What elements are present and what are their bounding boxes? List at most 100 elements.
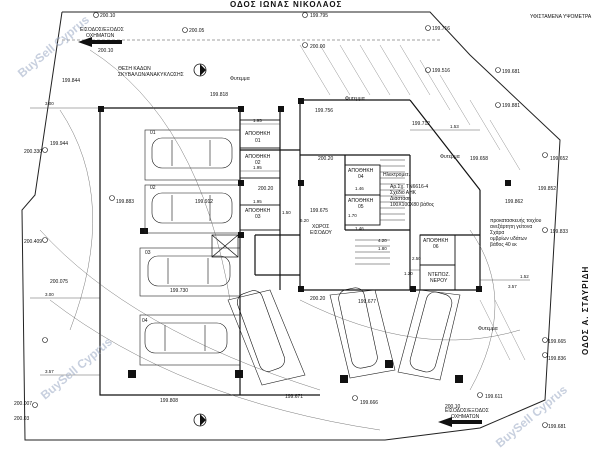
entrance-bottom-label-1: ΕΙΣΟΔΟΣ/ΕΞΟΔΟΣ <box>445 408 489 414</box>
entrance-arrow-top <box>78 37 122 47</box>
level-l35: 199.808 <box>160 398 178 404</box>
car-04 <box>144 322 228 354</box>
room-storage-01-num: 01 <box>255 138 261 144</box>
room-meter-label: Ηλεκτρομετ. <box>383 172 410 178</box>
dim-d8: 1.46 <box>355 226 364 231</box>
main-walls <box>99 99 481 396</box>
level-l26: 199.833 <box>550 229 568 235</box>
dim-d5: 1.95 <box>253 199 262 204</box>
level-l20: 199.675 <box>310 208 328 214</box>
entrance-bottom-label-2: ΟΧΗΜΑΤΩΝ <box>451 414 480 420</box>
dim-d12: 2.50 <box>412 256 421 261</box>
car-03 <box>147 255 231 287</box>
street-top: ΟΔΟΣ ΙΩΝΑΣ ΝΙΚΟΛΑΟΣ <box>230 0 342 9</box>
level-l4: 200.10 <box>98 48 114 54</box>
dim-d3: 1.95 <box>253 118 262 123</box>
level-l40: 199.681 <box>548 424 566 430</box>
level-l7: 199.844 <box>62 78 80 84</box>
room-storage-02-num: 02 <box>255 160 261 166</box>
room-storage-06-num: 06 <box>433 244 439 250</box>
car-02 <box>151 192 233 224</box>
level-l38: 199.611 <box>485 394 503 400</box>
dim-d9: 1.70 <box>348 213 357 218</box>
note-drainage-5: βάθος 40 εκ <box>490 241 517 248</box>
recycling-note-1: ΘΕΣΗ ΚΑΔΩΝ <box>118 66 151 72</box>
level-l39: 200.10 <box>445 404 461 410</box>
note-drainage-2: ανεξάρτητη γείτονα <box>490 223 532 230</box>
room-storage-01-label: ΑΠΟΘΗΚΗ <box>245 131 271 137</box>
dimension-lines <box>30 107 530 376</box>
dim-d17: 1.53 <box>450 124 459 129</box>
level-l33: 200.007 <box>14 401 32 407</box>
level-l10: 199.681 <box>502 69 520 75</box>
parking-bays <box>139 129 241 366</box>
level-l5: 199.795 <box>310 13 328 19</box>
dim-d11: 1.80 <box>378 246 387 251</box>
garden-label-3: Φυτεμμα <box>440 154 460 160</box>
level-l14: 200.330 <box>24 149 42 155</box>
dim-d13: 1.52 <box>520 274 529 279</box>
plot-boundary <box>21 11 561 441</box>
room-storage-06-label: ΑΠΟΘΗΚΗ <box>423 238 449 244</box>
level-l22: 199.862 <box>505 199 523 205</box>
level-l31: 199.665 <box>548 339 566 345</box>
dim-d14: 3.57 <box>508 284 517 289</box>
level-l2: 200.05 <box>189 28 205 34</box>
room-storage-04-label: ΑΠΟΘΗΚΗ <box>348 168 374 174</box>
room-storage-05-num: 05 <box>358 204 364 210</box>
entrance-top-label-1: ΕΙΣΟΔΟΣ/ΕΞΟΔΟΣ <box>80 27 124 33</box>
level-l18: 200.20 <box>318 156 334 162</box>
parking-number-02: 02 <box>150 185 156 191</box>
dim-d18: 1.20 <box>404 271 413 276</box>
columns <box>98 98 511 383</box>
level-l29: 199.677 <box>358 299 376 305</box>
level-l36: 199.671 <box>285 394 303 400</box>
level-markers <box>32 12 548 428</box>
recycling-note-2: ΣΚΥΒΑΛΩΝ/ΑΝΑΚΥΚΛΩΣΗΣ <box>118 72 184 78</box>
level-l24: 199.652 <box>550 156 568 162</box>
note-electric-1: Αρ.Σχ. ΤΝ6616-4 <box>390 184 428 190</box>
dim-d1: 3.00 <box>45 101 54 106</box>
car-angled-3 <box>409 291 453 373</box>
garden-label-4: Φυτεμμα <box>478 326 498 332</box>
entrance-top-label-2: ΟΧΗΜΑΤΩΝ <box>86 33 115 39</box>
section-marker-top <box>193 63 207 77</box>
dim-d6: 1.50 <box>282 210 291 215</box>
room-water-tank-num: ΝΕΡΟΥ <box>430 278 448 284</box>
level-l32: 199.836 <box>548 356 566 362</box>
level-l9: 199.516 <box>432 68 450 74</box>
note-drainage-3: Σχάρα <box>490 229 504 236</box>
room-storage-05-label: ΑΠΟΘΗΚΗ <box>348 198 374 204</box>
room-storage-02-label: ΑΠΟΘΗΚΗ <box>245 154 271 160</box>
level-l8: 199.818 <box>210 92 228 98</box>
garden-hatch <box>299 44 526 361</box>
parking-number-03: 03 <box>145 250 151 256</box>
room-storage-03-num: 03 <box>255 214 261 220</box>
entrance-arrow-bottom <box>438 417 482 427</box>
dim-d4: 1.95 <box>253 165 262 170</box>
watermark-bottom-right: BuySell Cyprus <box>493 382 570 450</box>
level-l23: 199.852 <box>538 186 556 192</box>
room-storage-03-label: ΑΠΟΘΗΚΗ <box>245 208 271 214</box>
note-electric-2: Σχέδιο ΑΗΚ <box>390 189 417 196</box>
level-l1: 200.10 <box>100 13 116 19</box>
note-drainage-1: προκατασκευής τοιχίου <box>490 217 542 224</box>
car-01 <box>151 137 233 169</box>
dim-d7: 1.46 <box>355 186 364 191</box>
level-l11: 199.756 <box>315 108 333 114</box>
room-entrance-label: ΧΩΡΟΣ <box>312 224 329 230</box>
street-right: ΟΔΟΣ Α. ΣΤΑΥΡΙΔΗ <box>581 266 590 355</box>
angled-bays <box>227 289 461 386</box>
level-l34: 200.03 <box>14 416 30 422</box>
level-l17: 199.912 <box>195 199 213 205</box>
garden-label-2: Φυτεμμα <box>345 96 365 102</box>
level-l15: 199.944 <box>50 141 68 147</box>
room-storage-04-num: 04 <box>358 174 364 180</box>
level-l28: 199.730 <box>170 288 188 294</box>
staircase <box>355 159 405 265</box>
dim-d2: 3.00 <box>45 292 54 297</box>
car-angled-2 <box>338 287 378 369</box>
note-sizing-1: Διάσταση <box>390 195 411 202</box>
lift-shaft <box>211 234 239 258</box>
